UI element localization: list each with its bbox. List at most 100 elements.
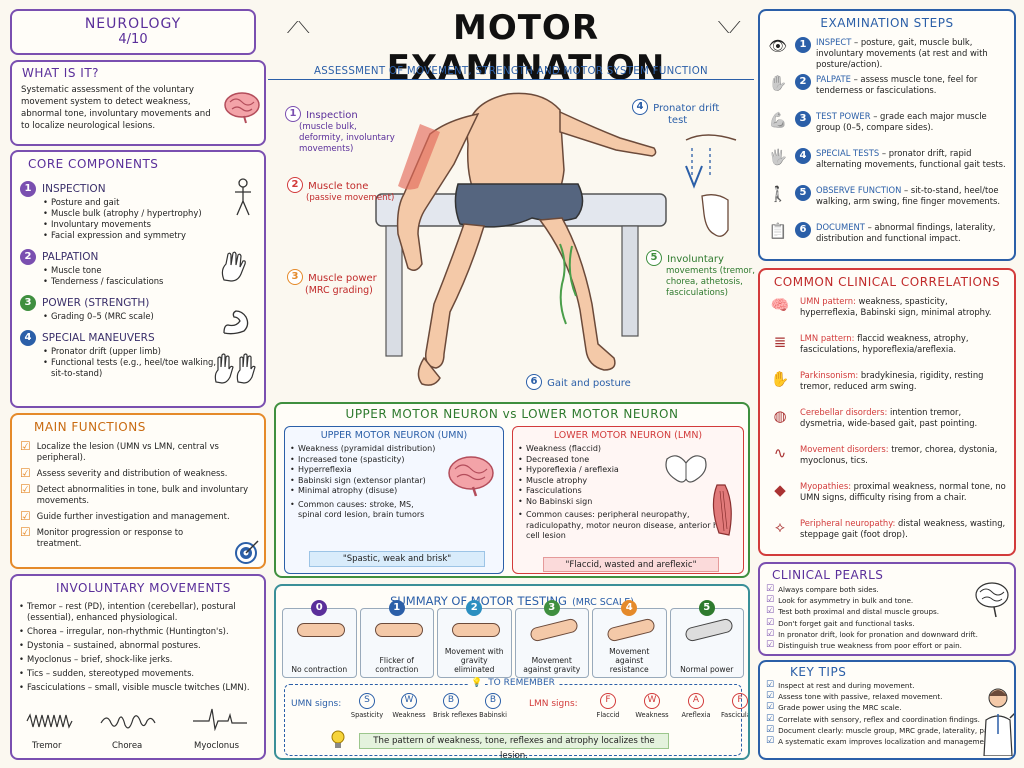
correlation-desc: bradykinesia, rigidity, resting tremor, …	[800, 370, 984, 391]
main-function-text: Guide further investigation and manageme…	[36, 511, 230, 521]
checkbox-icon: ☑	[20, 525, 31, 539]
pearls-text: Always compare both sides.	[778, 585, 879, 594]
tips-item: ☑A systematic exam improves localization…	[766, 736, 994, 747]
core-bullet: Muscle bulk (atrophy / hypertrophy)	[42, 208, 220, 219]
tips-text: Document clearly: muscle group, MRC grad…	[778, 725, 1009, 735]
core-component-item: 1INSPECTIONPosture and gaitMuscle bulk (…	[20, 178, 220, 241]
main-function-item: ☑Localize the lesion (UMN vs LMN, centra…	[20, 440, 258, 463]
core-bullet: Grading 0–5 (MRC scale)	[42, 311, 220, 322]
muscle-icon	[712, 484, 732, 536]
pearls-item: ☑Don't forget gait and functional tasks.	[766, 618, 966, 629]
figure-label-inspection: 1 Inspection (muscle bulk, deformity, in…	[285, 103, 405, 155]
figure-label-tone: 2 Muscle tone (passive movement)	[287, 174, 407, 203]
mrc-grade-number: 4	[621, 600, 638, 616]
correlation-item: 🧠UMN pattern: weakness, spasticity, hype…	[766, 296, 1012, 333]
mrc-grade-number: 3	[543, 600, 560, 616]
main-function-item: ☑Detect abnormalities in tone, bulk and …	[20, 482, 258, 506]
step-title: OBSERVE FUNCTION	[816, 185, 902, 195]
sign-letter: W	[644, 693, 660, 709]
step-number: 1	[795, 37, 811, 53]
step-desc: – posture, gait, muscle bulk, involuntar…	[816, 37, 988, 69]
mrc-grade-number: 0	[311, 600, 328, 616]
brain-icon	[224, 92, 260, 124]
arm-icon	[374, 623, 423, 637]
figure-label-sub: test	[668, 115, 688, 126]
standing-person-icon	[235, 178, 251, 216]
correlation-item: ◍Cerebellar disorders: intention tremor,…	[766, 407, 1012, 444]
correlation-title: UMN pattern:	[800, 296, 856, 306]
correlation-desc: distal weakness, wasting, steppage gait …	[800, 518, 1006, 539]
drift-hand-icon	[685, 134, 737, 237]
main-functions-heading: MAIN FUNCTIONS	[34, 420, 146, 434]
chorea-wave-icon	[100, 715, 156, 729]
figure-label-num: 1	[285, 105, 301, 122]
arm-icon	[297, 623, 345, 637]
sign-text: Areflexia	[681, 711, 711, 719]
figure-label-num: 3	[287, 268, 303, 285]
tips-text: A systematic exam improves localization …	[778, 737, 995, 747]
outstretched-hands-icon	[214, 353, 256, 384]
step-desc: – pronator drift, rapid alternating move…	[816, 148, 1006, 169]
what-is-it-panel: WHAT IS IT? Systematic assessment of the…	[10, 60, 266, 146]
pearls-text: Look for asymmetry in bulk and tone.	[778, 596, 914, 606]
lmn-title: LOWER MOTOR NEURON (LMN)	[553, 430, 703, 441]
figure-label-power: 3 Muscle power (MRC grading)	[287, 266, 407, 296]
patient-figure	[375, 92, 667, 386]
correlation-desc: weakness, spasticity, hyperreflexia, Bab…	[800, 296, 992, 317]
step-desc: – abnormal findings, laterality, distrib…	[816, 222, 996, 243]
figure-label-text: Gait and posture	[547, 378, 631, 389]
flexed-arm-icon: 💪	[768, 111, 788, 129]
core-component-number: 4	[20, 329, 36, 346]
umn-tag: "Spastic, weak and brisk"	[309, 551, 485, 567]
core-bullet: Pronator drift (upper limb)	[42, 346, 220, 357]
correlation-item: ≣LMN pattern: flaccid weakness, atrophy,…	[766, 333, 1012, 370]
sign-text: Weakness	[635, 711, 669, 719]
figure-label-sub: movements (tremor, chorea, athetosis, fa…	[666, 266, 755, 298]
sign-letter: W	[401, 693, 417, 709]
figure-label-drift: 4 Pronator drift test	[632, 96, 752, 126]
main-function-text: Assess severity and distribution of weak…	[36, 468, 228, 478]
figure-label-text: Pronator drift	[653, 103, 720, 114]
checkbox-icon: ☑	[766, 584, 775, 594]
correlation-item: ∿Movement disorders: tremor, chorea, dys…	[766, 444, 1012, 481]
core-bullet: Functional tests (e.g., heel/toe walking…	[42, 357, 220, 379]
checkbox-icon: ☑	[766, 628, 775, 639]
target-icon	[235, 540, 259, 564]
eye-icon: 👁	[768, 37, 788, 55]
correlations-panel: COMMON CLINICAL CORRELATIONS 🧠UMN patter…	[758, 268, 1016, 556]
step-number: 4	[795, 148, 811, 164]
lmn-item: Hyporeflexia / areflexia	[517, 465, 657, 476]
lmn-card: LOWER MOTOR NEURON (LMN) Weakness (flacc…	[512, 426, 744, 574]
badge-line1: NEUROLOGY	[84, 16, 182, 32]
main-function-text: Localize the lesion (UMN vs LMN, central…	[36, 441, 219, 462]
core-component-number: 3	[20, 294, 36, 311]
core-component-title: INSPECTION	[42, 182, 106, 195]
sign-text: Spasticity	[350, 711, 384, 719]
step-title: DOCUMENT	[816, 222, 865, 232]
step-number: 2	[795, 74, 811, 90]
core-bullet: Involuntary movements	[42, 219, 220, 230]
figure-label-num: 5	[646, 249, 662, 266]
figure-label-gait: 6 Gait and posture	[526, 371, 646, 390]
checkbox-icon: ☑	[20, 482, 31, 496]
hand-palpation-icon	[221, 251, 246, 282]
step-number: 5	[795, 185, 811, 201]
sign-item: W Weakness	[633, 693, 671, 719]
checkbox-icon: ☑	[766, 640, 775, 651]
correlation-title: Cerebellar disorders:	[800, 407, 888, 417]
pearls-item: ☑Always compare both sides.	[766, 584, 966, 595]
sign-text: Fasciculations	[721, 711, 748, 719]
badge-line2: 4/10	[118, 32, 148, 47]
involuntary-item: Dystonia – sustained, abnormal postures.	[18, 640, 262, 651]
key-tips-panel: KEY TIPS ☑Inspect at rest and during mov…	[758, 660, 1016, 760]
tips-text: Grade power using the MRC scale.	[778, 703, 902, 713]
lmn-item: Muscle atrophy	[517, 476, 657, 487]
